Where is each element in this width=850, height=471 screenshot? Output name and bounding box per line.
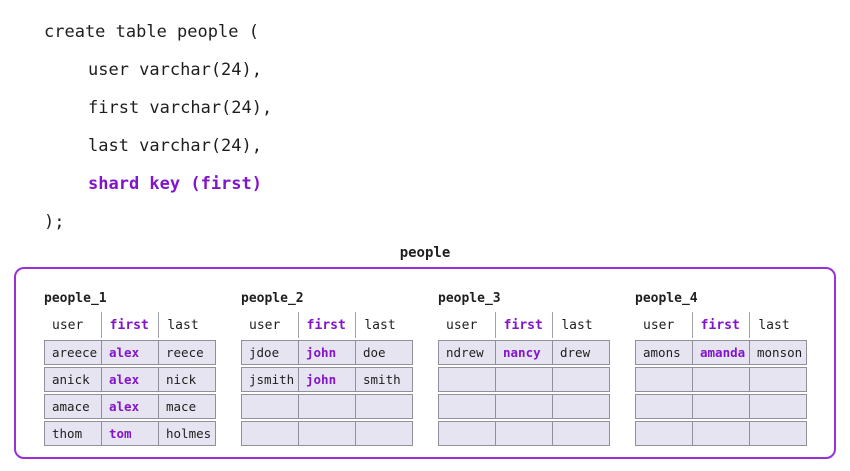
column-header-user: user xyxy=(446,317,478,333)
cell-last xyxy=(552,368,609,391)
cell-first xyxy=(692,368,749,391)
column-header-user: user xyxy=(643,317,675,333)
cell-first xyxy=(495,368,552,391)
code-line: first varchar(24), xyxy=(88,98,273,118)
column-header-user: user xyxy=(52,317,84,333)
code-line: ); xyxy=(44,212,65,232)
cell-user: amons xyxy=(643,345,681,360)
cell-last xyxy=(749,395,806,418)
cell-user xyxy=(636,368,692,391)
cell-last xyxy=(552,395,609,418)
table-row xyxy=(635,421,807,446)
cell-first: nancy xyxy=(495,341,552,364)
cell-last: holmes xyxy=(158,422,215,445)
cell-user xyxy=(242,422,298,445)
column-header-first: first xyxy=(100,312,159,338)
code-line-shard-key: shard key (first) xyxy=(88,174,262,194)
cell-last: smith xyxy=(355,368,412,391)
table-row xyxy=(438,421,610,446)
cell-user xyxy=(439,368,495,391)
table-row xyxy=(635,367,807,392)
cell-last: mace xyxy=(158,395,215,418)
cell-first: tom xyxy=(101,422,158,445)
cell-last xyxy=(355,422,412,445)
cell-user xyxy=(242,395,298,418)
table-row xyxy=(241,394,413,419)
cell-first: alex xyxy=(101,341,158,364)
cell-last xyxy=(552,422,609,445)
code-line: last varchar(24), xyxy=(88,136,262,156)
cell-last: monson xyxy=(749,341,806,364)
sql-code-block: create table people ( user varchar(24), fi… xyxy=(44,13,272,241)
cell-first: john xyxy=(298,368,355,391)
cell-first xyxy=(495,395,552,418)
cell-user xyxy=(439,422,495,445)
cell-user: thom xyxy=(52,426,83,441)
cell-user: jdoe xyxy=(249,345,280,360)
cell-last: reece xyxy=(158,341,215,364)
cell-user: jsmith xyxy=(249,372,295,387)
cell-first xyxy=(692,422,749,445)
table-name: people_1 xyxy=(44,291,107,306)
table-name: people_4 xyxy=(635,291,698,306)
column-header-first: first xyxy=(297,312,356,338)
table-row xyxy=(438,394,610,419)
code-line: user varchar(24), xyxy=(88,60,262,80)
cell-first: john xyxy=(298,341,355,364)
cell-user: amace xyxy=(52,399,90,414)
cell-user: anick xyxy=(52,372,90,387)
column-header-last: last xyxy=(355,312,413,338)
column-header-user: user xyxy=(249,317,281,333)
cell-first xyxy=(298,422,355,445)
cell-last: doe xyxy=(355,341,412,364)
cell-user xyxy=(439,395,495,418)
cell-last: nick xyxy=(158,368,215,391)
cell-first xyxy=(298,395,355,418)
cell-user: ndrew xyxy=(446,345,484,360)
column-header-last: last xyxy=(158,312,216,338)
code-line: create table people ( xyxy=(44,22,259,42)
cell-user xyxy=(636,422,692,445)
cell-user: areece xyxy=(52,345,98,360)
cell-first xyxy=(495,422,552,445)
cell-last xyxy=(355,395,412,418)
shard-group-title: people xyxy=(399,245,451,261)
cell-first xyxy=(692,395,749,418)
column-header-first: first xyxy=(691,312,750,338)
table-row xyxy=(635,394,807,419)
cell-user xyxy=(636,395,692,418)
cell-last xyxy=(749,368,806,391)
column-header-last: last xyxy=(552,312,610,338)
cell-first: amanda xyxy=(692,341,749,364)
table-name: people_3 xyxy=(438,291,501,306)
cell-last xyxy=(749,422,806,445)
table-row xyxy=(241,421,413,446)
table-name: people_2 xyxy=(241,291,304,306)
cell-first: alex xyxy=(101,368,158,391)
column-header-first: first xyxy=(494,312,553,338)
table-row xyxy=(438,367,610,392)
column-header-last: last xyxy=(749,312,807,338)
cell-last: drew xyxy=(552,341,609,364)
cell-first: alex xyxy=(101,395,158,418)
